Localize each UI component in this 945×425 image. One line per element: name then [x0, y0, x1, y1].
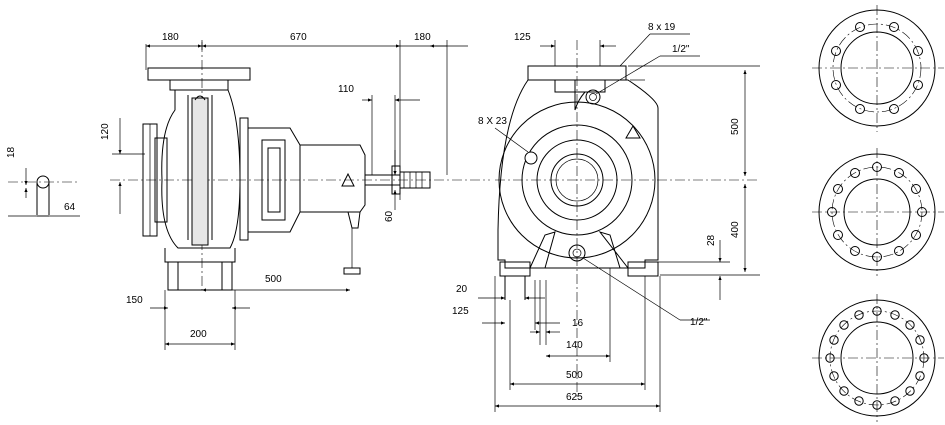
- port-top-label: 1/2": [672, 44, 690, 55]
- dim-120-label: 120: [100, 123, 111, 140]
- dim-400-height-label: 400: [730, 221, 741, 238]
- dim-64-label: 64: [64, 202, 76, 213]
- front-view: 125 8 x 19 1/2" 8 X 23 500 400 28 20 125: [452, 22, 760, 412]
- bolt-side-label: 8 X 23: [478, 116, 507, 127]
- dim-150-label: 150: [126, 295, 143, 306]
- flange-12-hole: [812, 148, 944, 276]
- port-bottom-label: 1/2": [690, 317, 708, 328]
- dim-180-right-label: 180: [414, 32, 431, 43]
- dim-500-label: 500: [265, 274, 282, 285]
- flange-16-hole: [812, 294, 944, 422]
- dim-670-label: 670: [290, 32, 307, 43]
- dim-28-label: 28: [706, 234, 717, 246]
- dim-125-top-label: 125: [514, 32, 531, 43]
- dim-200-label: 200: [190, 329, 207, 340]
- dim-110-label: 110: [338, 84, 354, 95]
- dim-180-left-label: 180: [162, 32, 179, 43]
- dim-18-label: 18: [6, 146, 17, 158]
- dim-60-label: 60: [384, 210, 395, 222]
- bolt-top-label: 8 x 19: [648, 22, 676, 33]
- dim-125-bottom-label: 125: [452, 306, 469, 317]
- dim-20-label: 20: [456, 284, 468, 295]
- flange-8-hole: [812, 5, 944, 132]
- dim-625-label: 625: [566, 392, 583, 403]
- foot-detail: 18 64: [6, 146, 80, 217]
- dim-500-height-label: 500: [730, 118, 741, 135]
- side-view: 180 670 180: [100, 32, 490, 350]
- dim-16-label: 16: [572, 318, 584, 329]
- dim-500-width-label: 500: [566, 370, 583, 381]
- dim-140-label: 140: [566, 340, 583, 351]
